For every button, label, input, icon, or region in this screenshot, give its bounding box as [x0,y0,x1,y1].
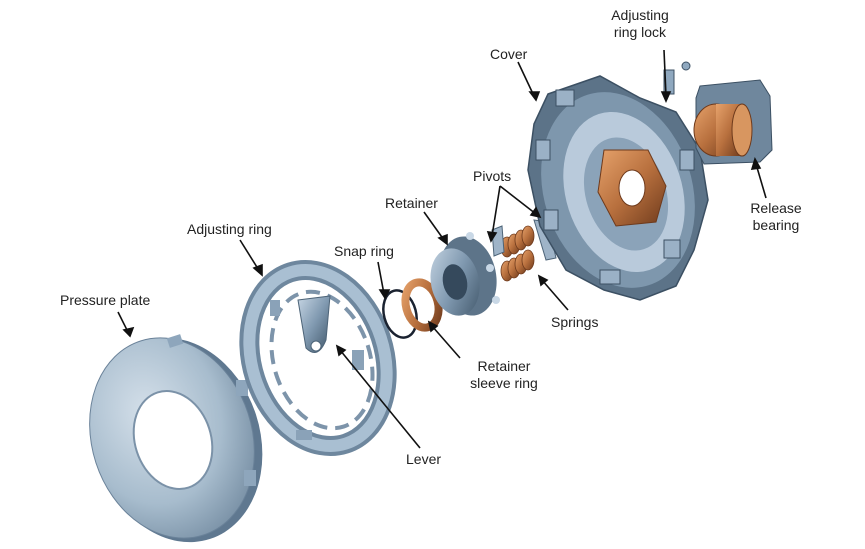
lever [297,295,331,353]
label-springs: Springs [551,314,599,330]
label-release-bearing: Release bearing [744,200,808,234]
leader-lines [117,49,767,449]
label-retainer-sleeve-ring-line1: Retainer [477,358,531,374]
label-release-bearing-line1: Release [750,200,802,216]
snap-ring [382,289,418,339]
label-release-bearing-line2: bearing [752,217,800,233]
label-adjusting-ring-lock-line2: ring lock [613,24,667,40]
adjusting-ring [239,260,397,456]
label-snap-ring: Snap ring [334,243,394,259]
retainer [430,232,500,316]
label-cover: Cover [490,46,528,62]
cover [527,75,709,301]
label-adjusting-ring: Adjusting ring [187,221,272,237]
adjusting-ring-lock [663,61,691,95]
springs [500,225,535,282]
pressure-plate [89,334,263,543]
label-retainer-sleeve-ring: Retainer sleeve ring [460,358,548,392]
label-lever: Lever [406,451,442,467]
label-pressure-plate: Pressure plate [60,292,151,308]
label-pivots: Pivots [473,168,512,184]
release-bearing [693,79,773,165]
label-adjusting-ring-lock: Adjusting ring lock [601,7,679,41]
label-retainer-sleeve-ring-line2: sleeve ring [470,375,538,391]
label-adjusting-ring-lock-line1: Adjusting [611,7,669,23]
label-retainer: Retainer [385,195,438,211]
